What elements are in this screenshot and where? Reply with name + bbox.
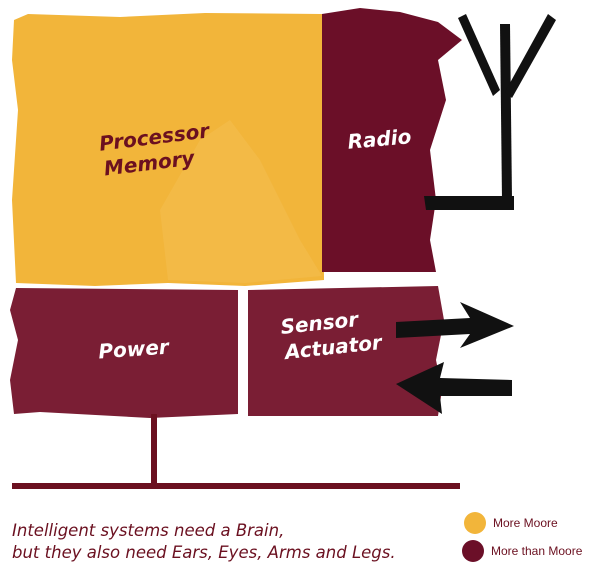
- legend-swatch-maroon: [462, 540, 484, 562]
- arrow-left: [396, 362, 512, 414]
- legend-label-more-moore: More Moore: [493, 516, 558, 530]
- bus-stem: [151, 414, 157, 488]
- arrow-right: [396, 302, 514, 348]
- radio-label: Radio: [347, 124, 413, 153]
- processor-memory-block: [12, 13, 324, 286]
- legend-label-more-than-moore: More than Moore: [491, 544, 583, 558]
- bus-line: [12, 483, 460, 489]
- antenna-right-arm: [505, 14, 556, 98]
- power-block: [10, 288, 238, 418]
- sensor-actuator-block: [248, 286, 444, 416]
- legend-item-more-than-moore: More than Moore: [462, 540, 582, 562]
- caption-line-2: but they also need Ears, Eyes, Arms and …: [12, 543, 396, 562]
- legend-swatch-gold: [464, 512, 486, 534]
- legend-item-more-moore: More Moore: [464, 512, 558, 534]
- antenna-mast: [500, 24, 512, 200]
- bidirectional-arrows-icon: [396, 302, 514, 414]
- antenna-icon: [424, 14, 556, 210]
- power-label: Power: [98, 335, 171, 364]
- antenna-base: [424, 196, 514, 210]
- processor-memory-shading: [160, 120, 322, 283]
- caption: Intelligent systems need a Brain, but th…: [12, 520, 452, 564]
- antenna-left-arm: [458, 14, 500, 96]
- caption-line-1: Intelligent systems need a Brain,: [12, 521, 285, 540]
